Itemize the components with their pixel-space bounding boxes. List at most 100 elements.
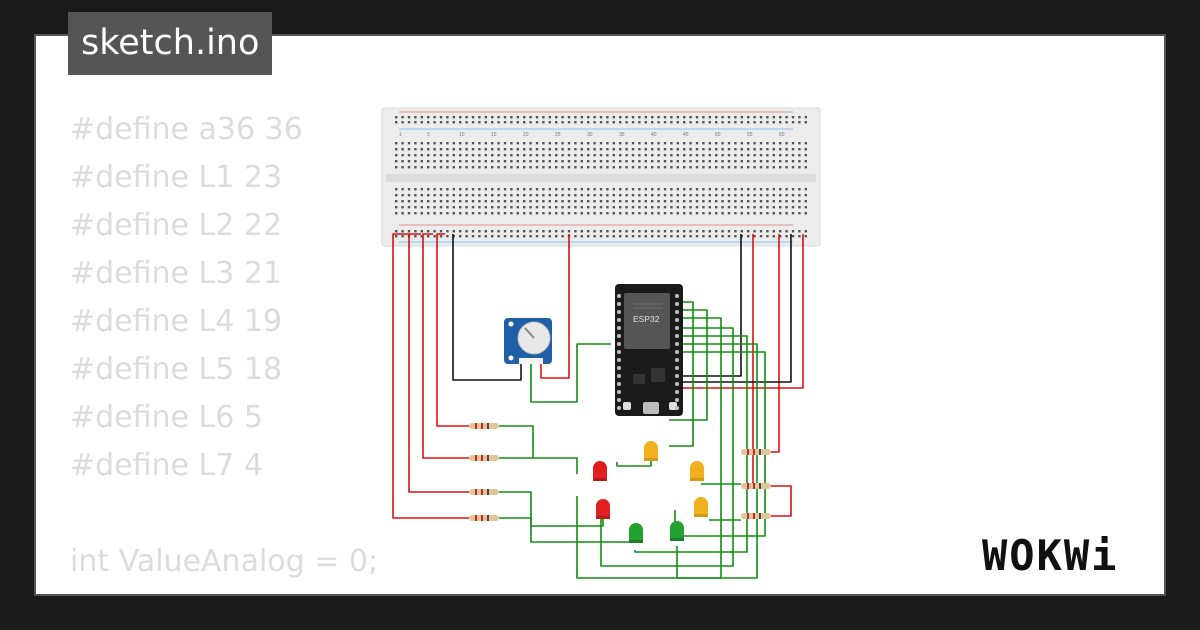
breadboard-hole [695,200,699,203]
breadboard-hole [606,206,609,209]
potentiometer[interactable] [504,318,552,364]
breadboard-hole [779,142,782,145]
breadboard-hole [619,206,622,209]
breadboard-hole [503,212,507,215]
led-yellow[interactable] [694,497,708,517]
led-green[interactable] [670,521,684,541]
breadboard-hole [683,160,686,163]
breadboard-hole [734,166,737,169]
breadboard-hole [759,206,763,209]
breadboard-hole [747,212,750,215]
breadboard-hole [676,142,679,145]
breadboard-hole [740,116,743,119]
breadboard-hole [708,235,711,238]
breadboard-hole [670,116,673,119]
breadboard-hole [791,160,795,163]
esp32-pin [675,342,679,346]
wire [663,234,742,377]
breadboard-hole [638,194,641,197]
breadboard-hole [753,230,756,233]
breadboard-hole [651,212,654,215]
breadboard-hole [523,116,526,119]
breadboard-hole [740,200,743,203]
breadboard-hole [619,200,622,203]
breadboard-hole [676,148,679,151]
wire [499,517,642,543]
breadboard-hole [772,116,775,119]
breadboard-hole [510,160,513,163]
breadboard-hole [484,116,487,119]
led-yellow[interactable] [690,461,704,481]
breadboard-hole [446,142,449,145]
breadboard-hole [753,235,756,238]
breadboard-hole [471,121,475,124]
breadboard-hole [414,121,417,124]
breadboard-hole [753,200,756,203]
led-yellow[interactable] [644,441,658,461]
breadboard-hole [478,121,481,124]
breadboard-hole [407,160,411,163]
breadboard-hole [516,121,519,124]
breadboard-hole [619,230,622,233]
breadboard-hole [657,116,660,119]
esp32-pin [617,318,621,322]
file-tab[interactable]: sketch.ino [68,12,273,75]
breadboard-hole [574,200,577,203]
breadboard-hole [625,235,628,238]
breadboard-hole [465,142,468,145]
breadboard-hole [772,188,775,191]
esp32-pin [617,326,621,330]
led-red[interactable] [596,499,610,519]
breadboard-hole [715,154,718,157]
breadboard-hole [695,116,699,119]
breadboard-hole [657,206,660,209]
breadboard-hole [638,230,641,233]
breadboard-hole [555,121,558,124]
breadboard-hole [574,230,577,233]
breadboard-hole [478,206,481,209]
code-line: #define L6 5 [70,400,263,435]
breadboard-hole [542,212,545,215]
breadboard-hole [420,200,423,203]
breadboard-hole [651,160,654,163]
breadboard-hole [759,121,763,124]
breadboard-hole [657,142,660,145]
breadboard-hole [759,160,763,163]
breadboard-hole [708,212,711,215]
breadboard-hole [689,188,692,191]
breadboard-hole [766,212,769,215]
breadboard-hole [401,166,404,169]
breadboard-hole [695,166,699,169]
breadboard-hole [734,230,737,233]
breadboard-hole [663,206,667,209]
breadboard-hole [478,160,481,163]
breadboard-hole [663,116,667,119]
breadboard-hole [766,206,769,209]
breadboard-hole [459,148,462,151]
breadboard-hole [785,116,788,119]
breadboard-hole [619,235,622,238]
breadboard-hole [785,142,788,145]
breadboard-hole [702,154,705,157]
breadboard-hole [791,230,795,233]
breadboard-hole [420,212,423,215]
breadboard-hole [676,194,679,197]
breadboard-hole [740,194,743,197]
breadboard-hole [587,212,590,215]
breadboard-hole [670,235,673,238]
breadboard-hole [804,230,807,233]
breadboard-hole [567,148,571,151]
breadboard-hole [753,121,756,124]
led-green[interactable] [629,523,643,543]
breadboard-hole [567,230,571,233]
breadboard-hole [798,235,801,238]
breadboard-hole [708,121,711,124]
breadboard-hole [503,166,507,169]
breadboard-hole [433,166,436,169]
breadboard-hole [439,160,443,163]
code-line: #define L1 23 [70,160,283,195]
led-red[interactable] [593,461,607,481]
breadboard-hole [510,142,513,145]
breadboard-hole [734,142,737,145]
breadboard-hole [625,206,628,209]
